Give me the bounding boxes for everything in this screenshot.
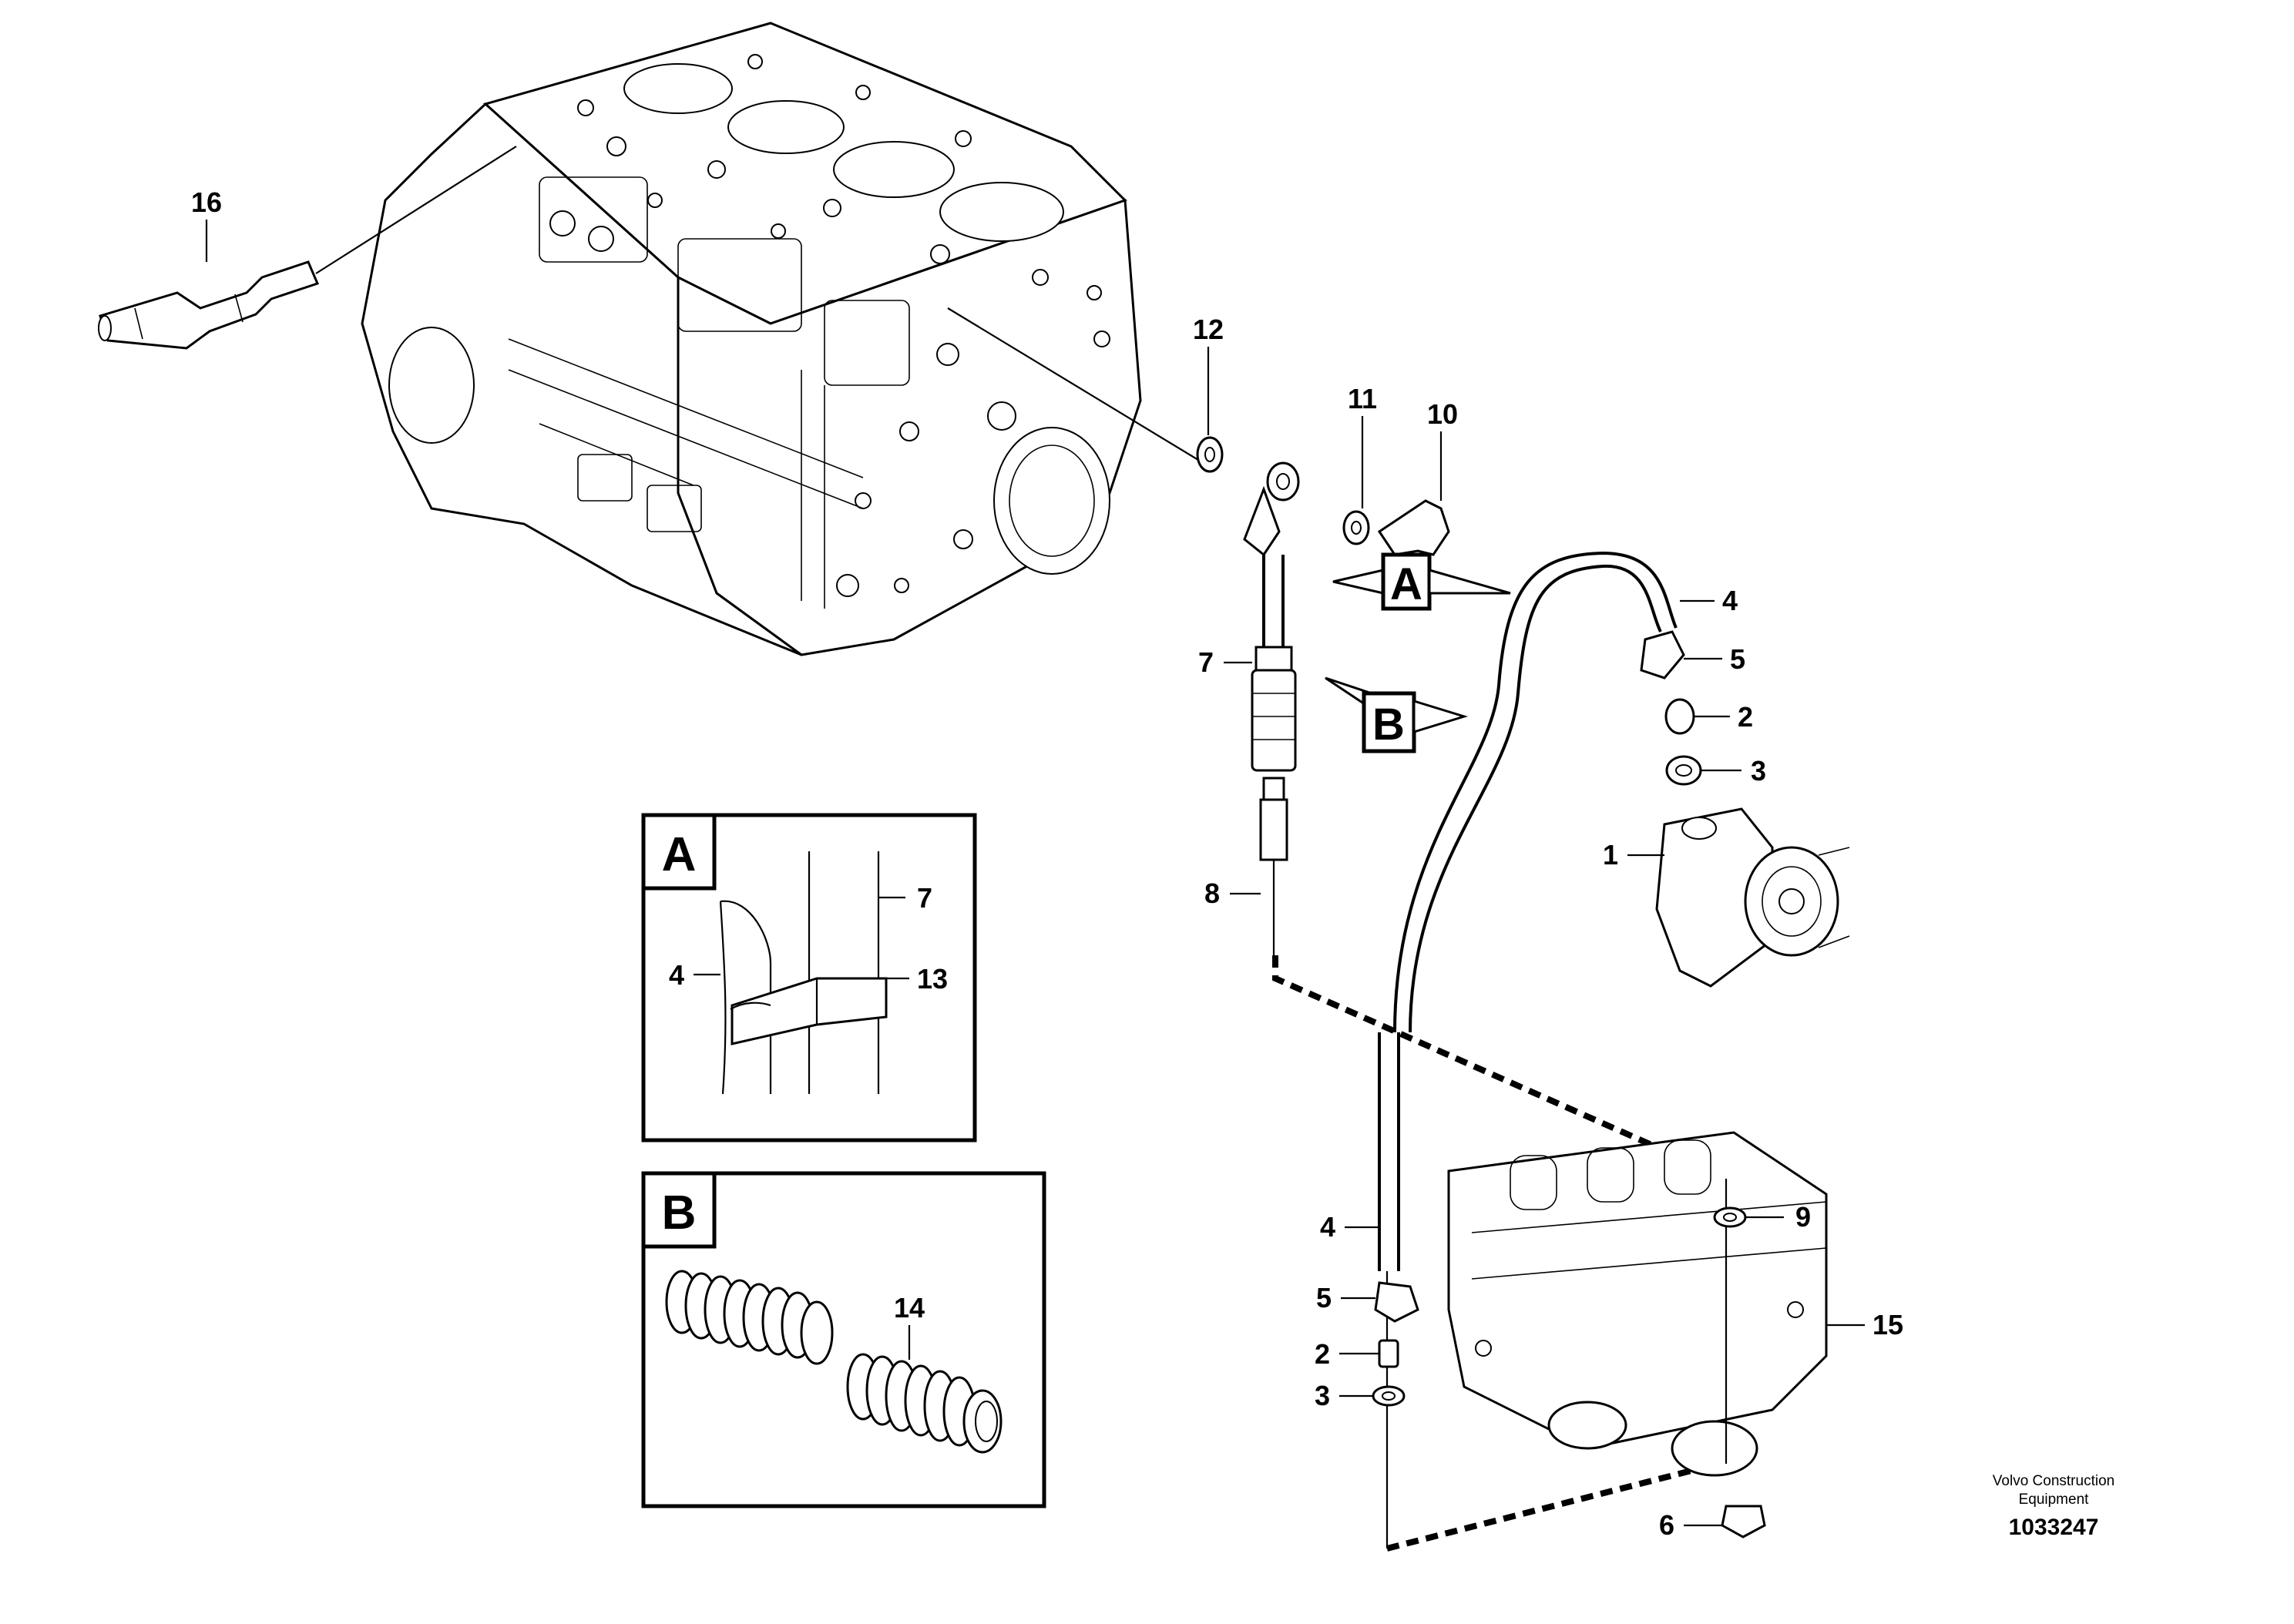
callout-3-lower: 3 [1315,1380,1330,1411]
callout-3-upper: 3 [1751,755,1766,787]
view-label-b-arrow: B [1372,700,1405,750]
callout-12: 12 [1193,314,1224,345]
pipe-7-and-fitting-8 [1224,555,1297,955]
inset-b-detail [641,1171,1046,1508]
inset-a-detail [641,813,977,1143]
pump-fittings [1640,630,1741,786]
callout-8: 8 [1204,877,1220,909]
callout-5-lower: 5 [1316,1282,1332,1314]
callout-labels: 16 12 11 10 4 5 2 3 1 7 8 9 15 4 5 2 3 6… [191,186,1903,1541]
bellows-part-14 [846,1353,1003,1454]
inset-label-b: B [662,1186,697,1240]
callout-2-upper: 2 [1738,701,1753,733]
routing-dash-line-lower [1386,1461,1719,1552]
callout-2-lower: 2 [1315,1338,1330,1370]
part-6-drain-plug [1684,1505,1766,1538]
callout-13: 13 [917,963,948,995]
brand-line-2: Equipment [2019,1491,2090,1508]
callout-4-inset-a: 4 [669,959,684,991]
callout-11: 11 [1348,383,1377,414]
part-9-washer [1713,1179,1784,1464]
callout-4-upper: 4 [1722,585,1738,616]
callout-10: 10 [1427,398,1458,430]
view-arrow-b [1325,676,1469,753]
callout-4-lower: 4 [1320,1211,1335,1243]
callout-5-upper: 5 [1730,643,1745,675]
hose-4-upper [1393,551,1715,1033]
callout-14: 14 [894,1292,925,1324]
callout-7: 7 [1198,646,1214,678]
callout-1: 1 [1603,839,1618,871]
part-1-pump [1627,807,1850,988]
part-15-sump [1447,1131,1865,1477]
document-number: 1033247 [2009,1515,2099,1540]
inset-label-a: A [662,828,697,881]
callout-6: 6 [1659,1509,1674,1541]
lower-fittings [1339,1281,1419,1407]
callout-9: 9 [1795,1201,1811,1233]
brand-line-1: Volvo Construction [1993,1473,2114,1489]
callout-15: 15 [1872,1309,1903,1340]
view-label-a-arrow: A [1390,559,1422,609]
bellows-left [665,1270,834,1365]
callout-16: 16 [191,186,222,218]
view-arrow-a [1332,552,1511,611]
engine-block [361,22,1142,656]
part-16-hose-fitting [98,146,517,350]
callout-7-inset-a: 7 [917,882,932,914]
